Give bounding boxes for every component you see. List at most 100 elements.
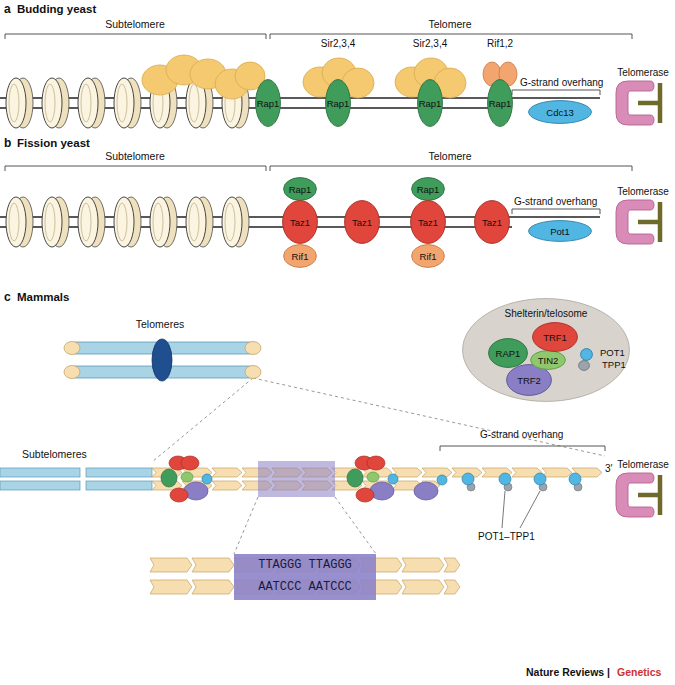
repeat-arrow — [192, 558, 234, 572]
pot1-protein — [388, 474, 398, 484]
node-label: Taz1 — [352, 217, 372, 228]
protein-ellipse: Rap1 — [487, 79, 513, 127]
region-label: G-strand overhang — [514, 195, 597, 208]
node-label: Taz1 — [290, 217, 310, 228]
repeat-arrow — [422, 468, 452, 477]
pot1-protein — [534, 473, 546, 485]
subtelomere-dna — [86, 468, 152, 477]
nucleosome — [150, 197, 170, 247]
rap1-protein — [347, 469, 363, 487]
shelterin-complex: Shelterin/telosomeTRF1RAP1TIN2POT1TPP1TR… — [462, 298, 630, 402]
node-label: Rap1 — [257, 98, 280, 109]
region-label: G-strand overhang — [480, 428, 563, 441]
repeat-arrow — [150, 580, 192, 594]
shape-outline — [283, 201, 318, 244]
region-bracket — [270, 166, 632, 171]
nucleosome — [81, 84, 91, 122]
nucleosome — [189, 203, 199, 241]
shape-outline — [412, 245, 445, 268]
rap1-protein — [161, 469, 177, 487]
leader-line — [520, 491, 540, 528]
node-label: Rap1 — [489, 98, 512, 109]
telomerase-enzyme: Telomerase — [614, 67, 672, 129]
nucleosome — [81, 203, 91, 241]
repeat-arrow — [192, 580, 234, 594]
node-label: Sir2,3,4 — [413, 38, 447, 49]
region-label: Telomere — [428, 18, 471, 31]
protein-ellipse: Taz1 — [282, 200, 318, 244]
protein-ellipse: TPP1 — [578, 360, 590, 371]
strand-end: 3′ — [605, 462, 612, 475]
panel-letter: a — [4, 3, 11, 16]
panel-title: Budding yeast — [17, 3, 96, 16]
shape-outline — [345, 201, 380, 244]
nucleosome — [114, 197, 134, 247]
node-label: TRF2 — [517, 375, 541, 386]
repeat-arrow — [402, 580, 444, 594]
protein-ellipse: TIN2 — [530, 350, 566, 370]
protein-ellipse: RAP1 — [488, 338, 528, 368]
telomere-cap — [64, 342, 80, 355]
node-label: TPP1 — [602, 359, 626, 370]
nucleosome — [222, 197, 242, 247]
region-bracket — [512, 90, 600, 95]
protein-ellipse: Rap1 — [325, 79, 351, 127]
node-label: Cdc13 — [546, 107, 573, 118]
nucleosome — [45, 84, 55, 122]
protein-ellipse: Taz1 — [474, 200, 510, 244]
zoom-line — [234, 497, 258, 554]
node-label: POT1 — [600, 347, 625, 358]
telomere-cap — [245, 366, 261, 379]
shape-outline — [475, 201, 510, 244]
node-label: TIN2 — [538, 355, 559, 366]
trf1-protein — [356, 488, 374, 502]
telomere-cap — [245, 342, 261, 355]
region-bracket — [440, 446, 605, 451]
shape-outline — [488, 80, 513, 127]
region-label: Subtelomere — [105, 18, 165, 31]
subtelomere-dna — [86, 481, 152, 490]
node-label: Taz1 — [482, 217, 502, 228]
pot1-protein — [499, 473, 511, 485]
region-bracket — [5, 34, 266, 39]
nucleosome — [78, 197, 98, 247]
node-label: Rif1,2 — [487, 38, 513, 49]
trf1-protein — [170, 488, 188, 502]
region-bracket — [512, 209, 600, 214]
region-bracket — [5, 166, 266, 171]
shape-outline — [284, 178, 317, 201]
repeat-arrow — [402, 558, 444, 572]
telomerase-rna — [638, 101, 660, 106]
shape-outline — [284, 245, 317, 268]
pot1-protein — [437, 475, 447, 485]
trf2-protein — [414, 482, 438, 500]
panel-title: Mammals — [17, 291, 69, 304]
region-label: Telomeres — [136, 318, 184, 331]
telomerase-rna — [638, 220, 660, 225]
node-label: RAP1 — [496, 348, 521, 359]
node-label: Rap1 — [327, 98, 350, 109]
region-label: Subtelomeres — [22, 448, 87, 461]
protein-ellipse: POT1 — [580, 348, 593, 361]
node-label: Telomerase — [617, 67, 669, 78]
repeat-arrow — [212, 481, 242, 490]
nucleosome — [225, 203, 235, 241]
nucleosome — [117, 84, 127, 122]
node-label: Sir2,3,4 — [321, 38, 355, 49]
shape-outline — [581, 349, 593, 361]
node-label: Rif1 — [292, 251, 309, 262]
nucleosome — [186, 197, 206, 247]
protein-ellipse: Rap1 — [411, 177, 445, 201]
telomerase-enzyme: Telomerase — [614, 186, 672, 248]
nucleosome — [189, 84, 199, 122]
pot1-protein — [569, 473, 581, 485]
shape-outline — [326, 80, 351, 127]
protein-ellipse: Taz1 — [410, 200, 446, 244]
protein-ellipse: Taz1 — [344, 200, 380, 244]
shape-outline — [531, 351, 566, 370]
node-label: Telomerase — [617, 459, 669, 470]
repeat-highlight — [258, 461, 335, 497]
node-shape — [578, 360, 590, 371]
sequence-highlight — [234, 554, 376, 600]
protein-ellipse: Rap1 — [283, 177, 317, 201]
